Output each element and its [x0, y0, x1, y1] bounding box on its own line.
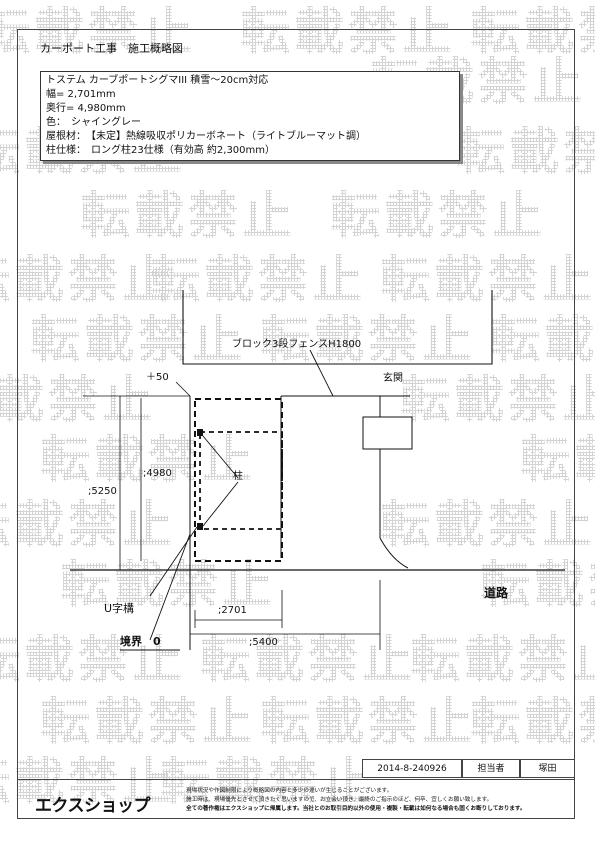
spec-box: トステム カーブポートシグマIII 積雪～20cm対応 幅= 2,701mm 奥…	[40, 71, 460, 161]
brand-logo: エクスショップ	[35, 796, 151, 816]
notice-line-1: 現場状況や作図制限により概略図の内容と多少の違いが生じることがございます。	[186, 788, 393, 794]
driveway-curve	[379, 537, 409, 569]
entrance-label: 玄関	[383, 371, 403, 384]
pillar-top-marker	[197, 429, 203, 436]
road-label: 道路	[484, 585, 509, 600]
pillar-leader-top	[202, 435, 239, 479]
footer-divider	[17, 779, 575, 780]
notice-line-2: 施工時は、現場優先とさせて頂きたく思いますので、お立会い頂き、最終のご指示のほど…	[186, 797, 493, 803]
gutter-label: U字構	[104, 601, 134, 615]
dim-width-label: ;2701	[218, 605, 247, 616]
offset-leader	[175, 381, 191, 397]
fence-label: ブロック3段フェンスH1800	[232, 337, 361, 350]
spec-depth: 奥行= 4,980mm	[46, 103, 126, 114]
spec-color: 色： シャイングレー	[46, 117, 141, 128]
pillar-leader-bottom	[202, 481, 239, 527]
boundary-leader	[149, 533, 191, 641]
person-label-cell: 担当者	[462, 759, 520, 778]
spec-pillar: 柱仕様： ロング柱23仕様（有効高 約2,300mm）	[46, 145, 276, 156]
spec-roof: 屋根材： 【未定】熱線吸収ポリカーボネート（ライトブルーマット調）	[46, 131, 366, 142]
doc-id-cell: 2014-8-240926	[362, 759, 462, 778]
pillar-bottom-marker	[197, 523, 203, 530]
carport-outline	[194, 398, 283, 562]
person-name-cell: 塚田	[520, 759, 575, 778]
spec-product: トステム カーブポートシグマIII 積雪～20cm対応	[46, 75, 269, 86]
pillar-label: 柱	[233, 469, 243, 482]
offset-label: ＋50	[146, 372, 169, 383]
notice-line-3: 全ての著作権はエクスショップに帰属します。当社とのお取引目的以外の使用・複製・転…	[186, 806, 526, 812]
carport-roof-outline	[199, 431, 283, 530]
dim-5250-label: ;5250	[88, 486, 117, 497]
page-title: カーポート工事 施工概略図	[40, 42, 183, 55]
footer-notice: 現場状況や作図制限により概略図の内容と多少の違いが生じることがございます。 施工…	[186, 787, 566, 814]
gutter-leader	[149, 526, 198, 597]
dim-5400-label: ;5400	[249, 637, 278, 648]
block-fence-line	[182, 290, 493, 365]
boundary-label: 境界 0	[120, 634, 161, 648]
entrance-box	[362, 416, 413, 450]
fence-leader-line	[309, 349, 334, 397]
dim-depth-label: ;4980	[143, 468, 172, 479]
spec-width: 幅= 2,701mm	[46, 89, 116, 100]
page-frame	[17, 29, 575, 819]
